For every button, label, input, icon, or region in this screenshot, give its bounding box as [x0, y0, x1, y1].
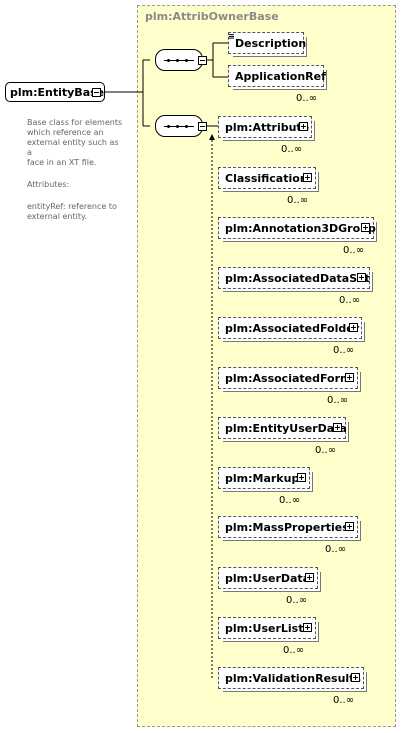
expand-icon[interactable] [345, 522, 354, 531]
element-description[interactable]: ≡ Description [228, 32, 307, 54]
element-validationresults[interactable]: plm:ValidationResults [218, 667, 364, 689]
group-title: plm:AttribOwnerBase [145, 10, 279, 23]
collapse-icon[interactable] [198, 56, 207, 65]
element-annotation3dgroup[interactable]: plm:Annotation3DGroup [218, 217, 376, 239]
element-attribute[interactable]: plm:Attribute [218, 116, 312, 138]
element-classification[interactable]: Classification [218, 167, 316, 189]
element-label: plm:Annotation3DGroup [225, 222, 376, 235]
element-label: plm:UserData [225, 572, 311, 585]
element-label: plm:EntityUserData [225, 422, 347, 435]
element-label: ApplicationRef [235, 70, 326, 83]
element-associatedform[interactable]: plm:AssociatedForm [218, 367, 358, 389]
element-label: Description [235, 37, 307, 50]
expand-icon[interactable] [351, 673, 360, 682]
doc-icon: ≡ [228, 32, 235, 41]
element-label: plm:MassProperties [225, 521, 349, 534]
expand-icon[interactable] [305, 573, 314, 582]
cardinality-label: 0..∞ [283, 645, 305, 656]
element-userdata[interactable]: plm:UserData [218, 567, 318, 589]
expand-icon[interactable] [297, 473, 306, 482]
expand-icon[interactable] [333, 423, 342, 432]
element-massproperties[interactable]: plm:MassProperties [218, 516, 358, 538]
cardinality-label: 0..∞ [339, 295, 361, 306]
element-markup[interactable]: plm:Markup [218, 467, 310, 489]
expand-icon[interactable] [303, 173, 312, 182]
cardinality-label: 0..∞ [325, 544, 347, 555]
expand-icon[interactable] [345, 373, 354, 382]
element-label: plm:ValidationResults [225, 672, 361, 685]
expand-icon[interactable] [303, 623, 312, 632]
element-entityuserdata[interactable]: plm:EntityUserData [218, 417, 347, 439]
entity-base-element[interactable]: plm:EntityBase [5, 82, 105, 102]
expand-icon[interactable] [349, 323, 358, 332]
cardinality-label: 0..∞ [286, 595, 308, 606]
documentation-annotation: Base class for elements which reference … [27, 118, 123, 221]
sequence-compositor-1[interactable] [155, 49, 207, 71]
element-label: plm:Markup [225, 472, 300, 485]
cardinality-label: 0..∞ [287, 195, 309, 206]
element-userlist[interactable]: plm:UserList [218, 617, 316, 639]
collapse-icon[interactable] [198, 122, 207, 131]
element-label: plm:UserList [225, 622, 304, 635]
cardinality-label: 0..∞ [296, 93, 318, 104]
element-associatedfolder[interactable]: plm:AssociatedFolder [218, 317, 362, 339]
cardinality-label: 0..∞ [279, 495, 301, 506]
element-associateddataset[interactable]: plm:AssociatedDataSet [218, 267, 370, 289]
expand-icon[interactable] [357, 273, 366, 282]
cardinality-label: 0..∞ [333, 695, 355, 706]
cardinality-label: 0..∞ [281, 144, 303, 155]
element-label: plm:Attribute [225, 121, 310, 134]
expand-icon[interactable] [361, 223, 370, 232]
element-label: plm:AssociatedFolder [225, 322, 360, 335]
element-label: plm:AssociatedDataSet [225, 272, 370, 285]
entity-name: plm:EntityBase [10, 86, 105, 99]
collapse-icon[interactable] [92, 88, 101, 97]
cardinality-label: 0..∞ [315, 445, 337, 456]
cardinality-label: 0..∞ [343, 245, 365, 256]
sequence-compositor-2[interactable] [155, 115, 207, 137]
element-label: plm:AssociatedForm [225, 372, 352, 385]
cardinality-label: 0..∞ [333, 345, 355, 356]
element-label: Classification [225, 172, 308, 185]
expand-icon[interactable] [299, 122, 308, 131]
cardinality-label: 0..∞ [327, 395, 349, 406]
element-applicationref[interactable]: ApplicationRef [228, 65, 326, 87]
